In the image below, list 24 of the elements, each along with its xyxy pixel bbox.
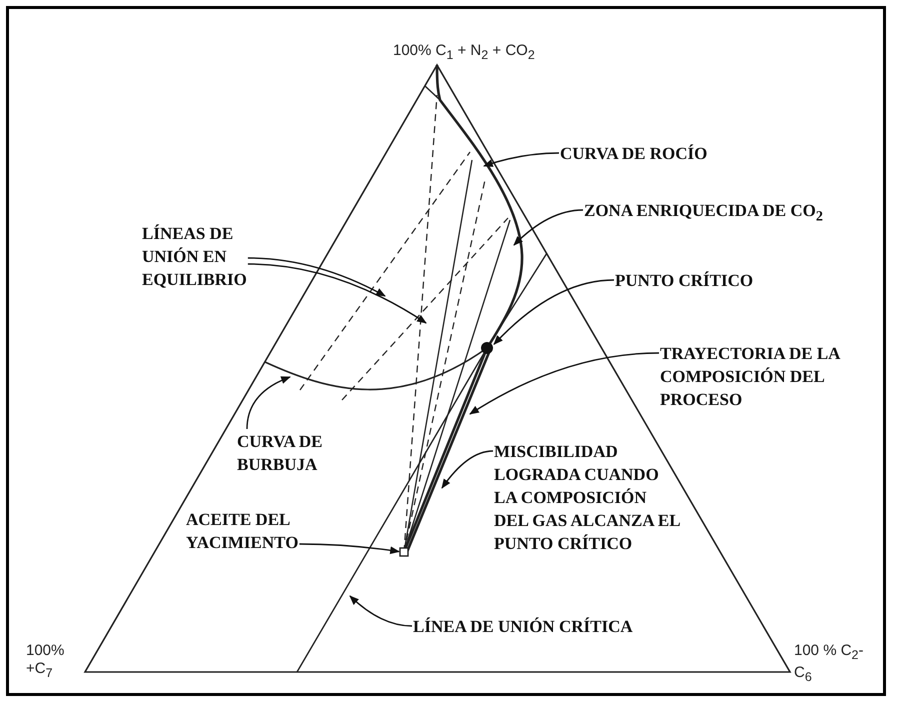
callout-text: MISCIBILIDAD LOGRADA CUANDO LA COMPOSICIÓN DEL GAS ALCANZA EL PUNTO CRÍTICO xyxy=(494,440,684,555)
callout-text: LÍNEAS DE UNIÓN EN EQUILIBRIO xyxy=(142,222,287,291)
callout-text: CURVA DE ROCÍO xyxy=(560,142,820,165)
leader-line xyxy=(349,595,412,627)
leader-line xyxy=(513,209,584,246)
leader-line xyxy=(441,450,494,489)
callout-text: TRAYECTORIA DE LA COMPOSICIÓN DEL PROCESO xyxy=(660,342,870,411)
leader-line xyxy=(246,376,291,430)
callout-text: PUNTO CRÍTICO xyxy=(615,269,815,292)
vertex-label: 100% +C$_{7}$ xyxy=(26,642,66,682)
vertex-label: 100 % C$_{2}$-C$_{6}$ xyxy=(794,642,864,686)
critical-point-dot xyxy=(481,342,493,354)
leader-line xyxy=(493,279,614,345)
callout-text: CURVA DE BURBUJA xyxy=(237,430,367,476)
leader-line xyxy=(299,543,400,554)
leader-line xyxy=(248,257,386,297)
leader-line xyxy=(483,152,559,167)
leader-line xyxy=(469,352,660,415)
vertex-label: 100% C$_{1}$ + N$_{2}$ + CO$_{2}$ xyxy=(393,42,536,64)
callout-text: LÍNEA DE UNIÓN CRÍTICA xyxy=(413,615,673,638)
callout-text: ZONA ENRIQUECIDA DE CO$_{2}$ xyxy=(584,199,884,228)
reservoir-oil-marker xyxy=(399,547,409,557)
callout-text: ACEITE DEL YACIMIENTO xyxy=(186,508,346,554)
leader-line xyxy=(248,263,427,324)
